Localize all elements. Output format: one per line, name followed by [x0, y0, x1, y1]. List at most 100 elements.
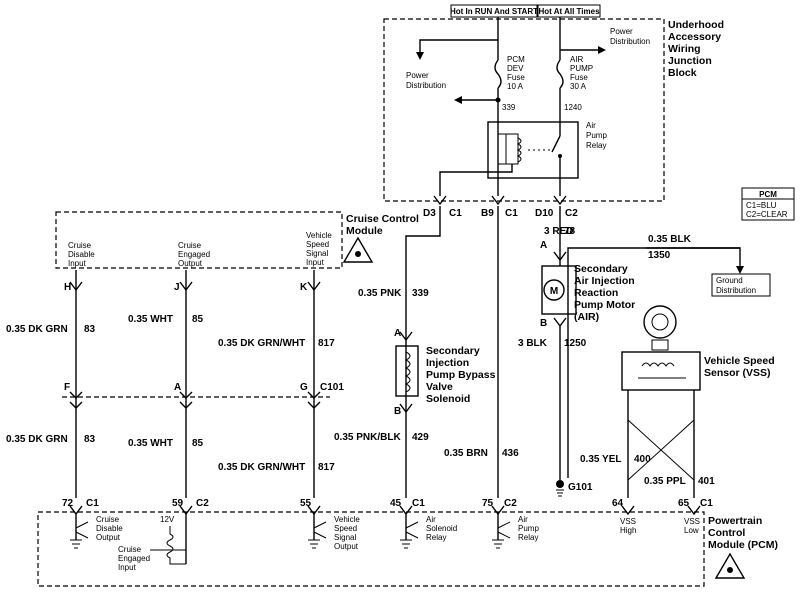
vss-label-1: Vehicle Speed: [704, 355, 775, 367]
pcm-fuse-1: PCM: [507, 55, 525, 64]
relay-label-1: Air: [586, 121, 596, 130]
relay-label-3: Relay: [586, 141, 606, 150]
solenoid-label-2: Injection: [426, 357, 469, 369]
cruise-input-2-l3: Output: [178, 259, 203, 268]
cruise-input-2-l2: Engaged: [178, 250, 210, 259]
pcm-connector-legend: PCM C1=BLU C2=CLEAR: [741, 187, 795, 221]
air-pump-fuse-symbol: [556, 59, 564, 89]
vehicle-speed-sensor: Vehicle Speed Sensor (VSS) 0.35 YEL 400 …: [580, 305, 775, 498]
pump-motor-circuit: 3 RED 78 A M Secondary Air Injection Rea…: [518, 206, 771, 497]
wire-817-bot-color: 0.35 DK GRN/WHT: [218, 462, 305, 473]
motor-label-3: Reaction: [574, 287, 618, 299]
cruise-title-1: Cruise Control: [346, 213, 419, 225]
underhood-title-4: Junction: [668, 55, 712, 67]
power-dist-right-arrow: [598, 46, 606, 54]
pcm-pin-59-conn: C2: [196, 498, 209, 509]
powertrain-control-module: Cruise Disable Output 12V Cruise Engaged…: [37, 505, 778, 587]
underhood-title-2: Accessory: [668, 31, 721, 43]
pcm-int-cei-3: Input: [118, 563, 137, 572]
wire-400-color: 0.35 YEL: [580, 454, 622, 465]
cruise-pin-h: H: [64, 282, 71, 293]
wire-1250-color: 3 BLK: [518, 338, 548, 349]
motor-label-1: Secondary: [574, 263, 628, 275]
vss-body: [621, 351, 701, 391]
cruise-input-2-l1: Cruise: [178, 241, 202, 250]
esd-warning-icon: [342, 236, 374, 263]
solenoid-label-4: Valve: [426, 381, 453, 393]
wire-1350-num: 1350: [648, 250, 671, 261]
pcm-pin-72: 72: [62, 498, 74, 509]
ground-distribution-box: [711, 273, 771, 297]
junction-connectors: D3 C1 B9 C1 D10 C2: [423, 195, 578, 219]
pcm-pin-75-conn: C2: [504, 498, 517, 509]
circuit-339-label: 339: [502, 103, 516, 112]
wire-78-num: 78: [564, 226, 576, 237]
power-dist-left-1: Power: [406, 71, 429, 80]
hot-run-start-label: Hot In RUN And START: [450, 7, 538, 16]
pcm-int-vss-high-2: High: [620, 526, 636, 535]
pcm-int-apr-2: Pump: [518, 524, 539, 533]
wire-400-num: 400: [634, 454, 651, 465]
power-dist-left-arrow: [416, 52, 424, 60]
relay-label-2: Pump: [586, 131, 607, 140]
legend-title: PCM: [759, 190, 777, 199]
wire-817-top-color: 0.35 DK GRN/WHT: [218, 338, 305, 349]
conn-d10: D10: [535, 208, 554, 219]
pcm-fuse-2: DEV: [507, 64, 524, 73]
cruise-input-3-l2: Speed: [306, 240, 329, 249]
cruise-input-3-l1: Vehicle: [306, 231, 332, 240]
c101-pin-f: F: [64, 382, 70, 393]
air-fuse-2: PUMP: [570, 64, 593, 73]
wire-429-num: 429: [412, 432, 429, 443]
ground-dist-1: Ground: [716, 276, 743, 285]
bypass-solenoid-icon: [395, 345, 419, 397]
pcm-fuse-4: 10 A: [507, 82, 524, 91]
bypass-solenoid-circuit: 0.35 PNK 339 A Secondary Injection Pump …: [334, 206, 496, 498]
pcm-pin-75: 75: [482, 498, 494, 509]
cruise-pin-j: J: [174, 282, 180, 293]
underhood-title-1: Underhood: [668, 19, 724, 31]
ground-g101-label: G101: [568, 482, 593, 493]
cruise-input-1-l3: Input: [68, 259, 87, 268]
cruise-input-1-l2: Disable: [68, 250, 95, 259]
underhood-junction-block: Underhood Accessory Wiring Junction Bloc…: [383, 17, 724, 202]
cruise-input-3-l3: Signal: [306, 249, 328, 258]
pcm-int-asr-1: Air: [426, 515, 436, 524]
pcm-pin-65: 65: [678, 498, 690, 509]
conn-c1-a: C1: [449, 208, 462, 219]
power-dist-right-1: Power: [610, 27, 633, 36]
pump-motor-box: [541, 265, 577, 315]
pcm-esd-warning-icon: [714, 552, 746, 579]
cruise-input-3-l4: Input: [306, 258, 325, 267]
pcm-int-apr-3: Relay: [518, 533, 538, 542]
conn-d3: D3: [423, 208, 436, 219]
vss-label-2: Sensor (VSS): [704, 367, 771, 379]
pcm-int-cdo-2: Disable: [96, 524, 123, 533]
pcm-title-1: Powertrain: [708, 515, 762, 527]
cruise-input-1-l1: Cruise: [68, 241, 92, 250]
pcm-int-vss-3: Signal: [334, 533, 356, 542]
wire-83-top-num: 83: [84, 324, 96, 335]
power-header: Hot In RUN And START Hot At All Times: [450, 4, 601, 18]
pcm-fuse-symbol: [494, 59, 502, 89]
cruise-title-2: Module: [346, 225, 383, 237]
pcm-int-apr-1: Air: [518, 515, 528, 524]
pcm-int-vss-low-2: Low: [684, 526, 699, 535]
wire-339-color: 0.35 PNK: [358, 288, 402, 299]
wire-83-top-color: 0.35 DK GRN: [6, 324, 68, 335]
pcm-int-vss-2: Speed: [334, 524, 357, 533]
c101-label: C101: [320, 382, 344, 393]
motor-pin-b: B: [540, 318, 547, 329]
wire-83-bot-color: 0.35 DK GRN: [6, 434, 68, 445]
pull-up-resistor-icon: [166, 526, 186, 565]
pcm-title-2: Control: [708, 527, 745, 539]
motor-pin-a: A: [540, 240, 547, 251]
pcm-int-cdo-1: Cruise: [96, 515, 120, 524]
wire-85-bot-num: 85: [192, 438, 204, 449]
pcm-pin-row: 72 C1 59 C2 55 45 C1 75 C2 64 65 C1: [62, 498, 713, 509]
relay-coil: [505, 133, 519, 165]
air-pump-relay-circuit: 0.35 BRN 436: [444, 206, 519, 498]
pcm-int-vss-1: Vehicle: [334, 515, 360, 524]
hot-all-times-label: Hot At All Times: [538, 7, 600, 16]
wire-83-bot-num: 83: [84, 434, 96, 445]
